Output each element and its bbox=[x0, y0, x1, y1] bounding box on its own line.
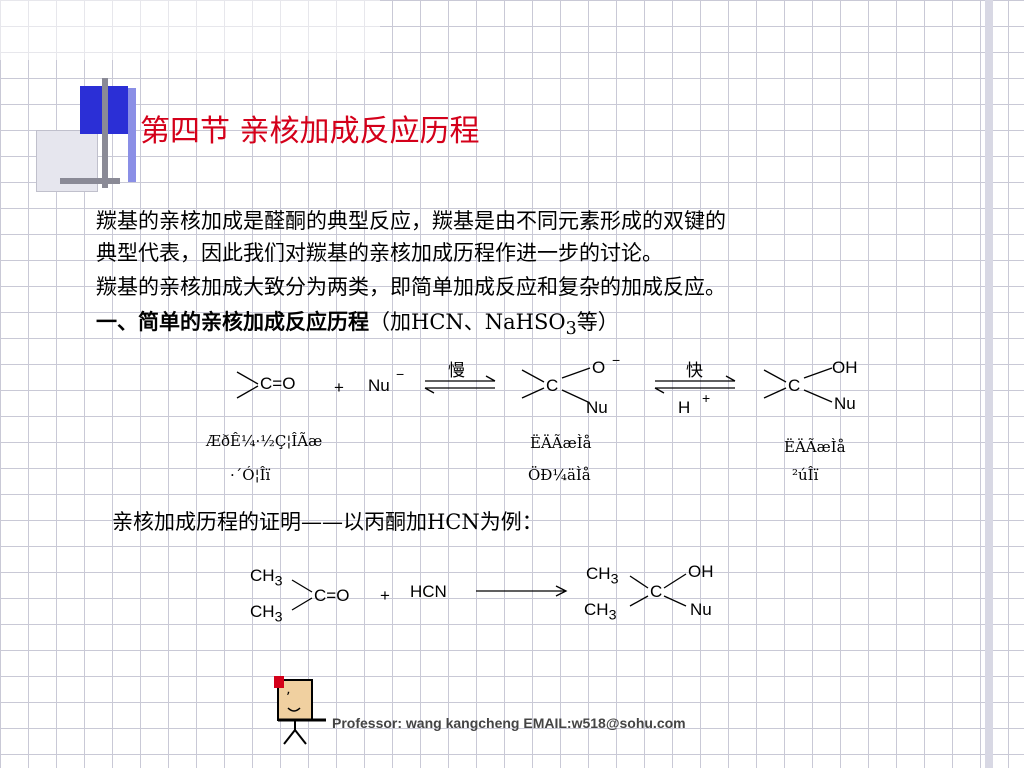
paragraph-2: 典型代表，因此我们对羰基的亲核加成历程作进一步的讨论。 bbox=[96, 241, 663, 265]
svg-text:ʼ: ʼ bbox=[286, 690, 290, 706]
bond-line bbox=[236, 385, 259, 399]
product-oh: OH bbox=[832, 358, 858, 377]
section-heading-bold: 一、简单的亲核加成反应历程 bbox=[96, 309, 369, 334]
reactant-label-1: ÆðÊ¼·½Ç¦ÎÃæ bbox=[206, 432, 323, 450]
proton-charge: + bbox=[702, 390, 711, 406]
arrow-head bbox=[555, 585, 568, 597]
bond-line bbox=[521, 387, 545, 399]
arrow-head bbox=[485, 375, 496, 382]
bond-line bbox=[236, 371, 259, 385]
intermediate-label-1: ËÄÃæÌå bbox=[530, 434, 592, 452]
methyl-3-text: CH bbox=[586, 564, 611, 583]
methyl-4-text: CH bbox=[584, 600, 609, 619]
bond-line bbox=[763, 369, 787, 383]
nucleophile: Nu bbox=[368, 376, 390, 395]
methyl-4: CH3 bbox=[584, 600, 616, 623]
bond-line bbox=[291, 579, 313, 593]
intermediate-nu: Nu bbox=[586, 398, 608, 417]
vertical-bar-decoration bbox=[102, 78, 108, 188]
methyl-3: CH3 bbox=[586, 564, 618, 587]
proton: H bbox=[678, 398, 691, 417]
bond-line bbox=[561, 389, 589, 403]
light-blue-bar-decoration bbox=[128, 88, 136, 182]
bond-line bbox=[291, 597, 313, 611]
bond-line bbox=[663, 595, 687, 607]
intermediate-label-2: ÖÐ¼äÌå bbox=[528, 466, 591, 484]
product-carbon: C bbox=[788, 376, 801, 395]
product-nu: Nu bbox=[834, 394, 856, 413]
bond-line bbox=[629, 595, 649, 607]
arrow-head bbox=[424, 387, 435, 394]
section-heading-sub: 3 bbox=[565, 319, 577, 340]
methyl-2-text: CH bbox=[250, 602, 275, 621]
plus-sign-2: + bbox=[380, 586, 390, 605]
horizontal-bar-decoration bbox=[60, 178, 120, 184]
intermediate-carbon: C bbox=[546, 376, 559, 395]
section-heading: 一、简单的亲核加成反应历程（加HCN、NaHSO3等） bbox=[96, 306, 619, 339]
oxide-charge: − bbox=[612, 352, 621, 368]
oxide-oxygen: O bbox=[592, 358, 606, 377]
arrow-head bbox=[725, 375, 736, 382]
methyl-2-sub: 3 bbox=[274, 609, 283, 626]
acetone-carbonyl: C=O bbox=[314, 586, 350, 605]
methyl-1-sub: 3 bbox=[274, 573, 283, 590]
methyl-1: CH3 bbox=[250, 566, 282, 589]
slide-title: 第四节 亲核加成反应历程 bbox=[140, 114, 480, 149]
plus-sign: + bbox=[334, 378, 344, 397]
fast-label: 快 bbox=[686, 361, 703, 381]
methyl-2: CH3 bbox=[250, 602, 282, 625]
reactant-label-2: ·´Ó¦Îï bbox=[230, 466, 271, 484]
bond-line bbox=[803, 367, 833, 379]
product-label-1: ËÄÃæÌå bbox=[784, 438, 846, 456]
product-label-2: ²úÎï bbox=[792, 466, 819, 484]
hcn-reagent: HCN bbox=[410, 582, 447, 601]
methyl-4-sub: 3 bbox=[608, 607, 617, 624]
top-highlight bbox=[0, 0, 380, 60]
paragraph-1: 羰基的亲核加成是醛酮的典型反应，羰基是由不同元素形成的双键的 bbox=[96, 209, 726, 233]
footer-credit: Professor: wang kangcheng EMAIL:w518@soh… bbox=[332, 715, 686, 731]
bond-line bbox=[663, 573, 687, 589]
slow-label: 慢 bbox=[448, 361, 465, 381]
right-stripe bbox=[985, 0, 993, 768]
methyl-3-sub: 3 bbox=[610, 571, 619, 588]
bond-line bbox=[629, 575, 649, 589]
bond-line bbox=[763, 387, 787, 399]
cyanohydrin-oh: OH bbox=[688, 562, 714, 581]
cyanohydrin-nu: Nu bbox=[690, 600, 712, 619]
nucleophile-charge: − bbox=[396, 366, 405, 382]
cyanohydrin-carbon: C bbox=[650, 582, 663, 601]
teacher-mascot-icon: ʼ bbox=[274, 676, 326, 745]
section-heading-close: 等） bbox=[576, 310, 619, 334]
bond-line bbox=[561, 367, 591, 379]
arrow-head bbox=[654, 387, 665, 394]
methyl-1-text: CH bbox=[250, 566, 275, 585]
proof-caption: 亲核加成历程的证明——以丙酮加HCN为例： bbox=[112, 510, 543, 534]
section-heading-open: （加HCN、NaHSO bbox=[369, 310, 566, 334]
carbonyl-group: C=O bbox=[260, 374, 296, 393]
paragraph-3: 羰基的亲核加成大致分为两类，即简单加成反应和复杂的加成反应。 bbox=[96, 275, 726, 299]
bond-line bbox=[521, 369, 545, 383]
bond-line bbox=[803, 389, 833, 403]
